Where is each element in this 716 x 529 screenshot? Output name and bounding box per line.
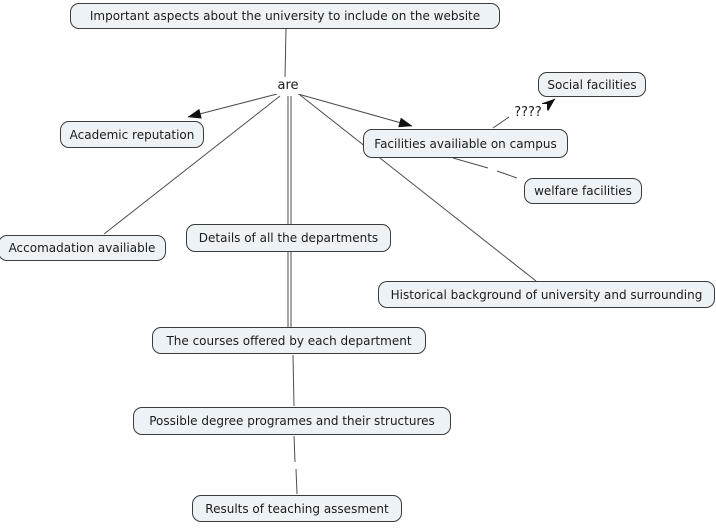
- edge-facilities-question-marks[interactable]: [492, 116, 510, 129]
- node-accommodation-available[interactable]: Accomadation availiable: [0, 235, 166, 261]
- edge-are-facilities-on-campus[interactable]: [297, 93, 413, 128]
- node-facilities-on-campus[interactable]: Facilities availiable on campus: [363, 129, 568, 158]
- node-welfare-facilities[interactable]: welfare facilities: [524, 178, 642, 204]
- node-root-important-aspects[interactable]: Important aspects about the university t…: [70, 3, 500, 29]
- node-historical-background[interactable]: Historical background of university and …: [378, 281, 715, 308]
- edge-degrees-teaching-assessment-a[interactable]: [293, 435, 296, 463]
- link-label-are[interactable]: are: [271, 77, 305, 94]
- edge-facilities-welfare-b[interactable]: [496, 170, 518, 179]
- edge-courses-degree-programmes[interactable]: [292, 354, 295, 407]
- node-social-facilities[interactable]: Social facilities: [538, 72, 646, 97]
- edge-are-accommodation[interactable]: [103, 95, 281, 235]
- node-courses-offered[interactable]: The courses offered by each department: [152, 327, 426, 354]
- node-academic-reputation[interactable]: Academic reputation: [60, 121, 204, 148]
- edge-facilities-welfare-a[interactable]: [452, 157, 489, 169]
- link-label-question-marks[interactable]: ????: [509, 104, 547, 121]
- edge-are-historical-background[interactable]: [299, 94, 537, 282]
- edge-degrees-teaching-assessment-b[interactable]: [295, 468, 298, 495]
- edge-are-academic-reputation[interactable]: [187, 93, 278, 119]
- node-details-of-departments[interactable]: Details of all the departments: [186, 224, 391, 252]
- edge-root-are[interactable]: [284, 28, 287, 79]
- node-teaching-assessment-results[interactable]: Results of teaching assesment: [192, 495, 402, 522]
- node-degree-programmes[interactable]: Possible degree programes and their stru…: [133, 407, 451, 435]
